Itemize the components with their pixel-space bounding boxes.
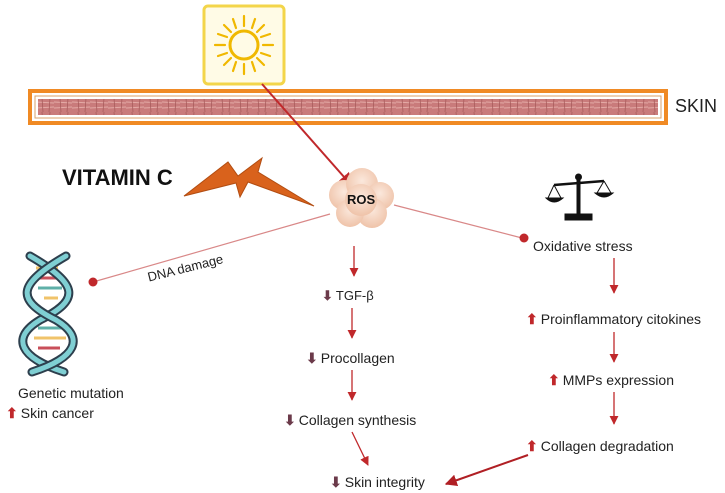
- decrease-arrow-icon: ⬇: [284, 412, 296, 428]
- oxidative-connector-dot: [519, 233, 529, 243]
- decrease-arrow-icon: ⬇: [306, 350, 318, 366]
- sun-icon: [202, 4, 286, 86]
- oxidative-stress-label: Oxidative stress: [533, 238, 633, 254]
- proinflammatory-text: Proinflammatory citokines: [540, 311, 702, 327]
- decrease-arrow-icon: ⬇: [330, 474, 342, 490]
- mmps-label: ⬆MMPs expression: [548, 372, 674, 388]
- collagen-synthesis-label: ⬇Collagen synthesis: [284, 412, 416, 428]
- skin-integrity-text: Skin integrity: [344, 474, 425, 490]
- ros-to-dna-line: [92, 213, 331, 283]
- increase-arrow-icon: ⬆: [526, 438, 538, 454]
- collagen-degradation-label: ⬆Collagen degradation: [526, 438, 674, 454]
- sun-to-ros-arrow: [261, 83, 353, 188]
- balance-scale-icon: [544, 173, 615, 221]
- tgf-text: TGF-β: [335, 288, 374, 303]
- degradation-to-integrity-arrow: [444, 454, 529, 487]
- collagen-synthesis-text: Collagen synthesis: [298, 412, 417, 428]
- collagen-degradation-text: Collagen degradation: [540, 438, 674, 454]
- proinflammatory-label: ⬆Proinflammatory citokines: [526, 311, 701, 327]
- genetic-mutation-label: Genetic mutation: [18, 385, 124, 401]
- skin-cancer-text: Skin cancer: [20, 405, 94, 421]
- increase-arrow-icon: ⬆: [6, 405, 18, 421]
- ros-to-oxidative-line: [393, 204, 523, 239]
- mmps-text: MMPs expression: [562, 372, 674, 388]
- procollagen-label: ⬇Procollagen: [306, 350, 395, 366]
- dna-connector-dot: [88, 277, 98, 287]
- decrease-arrow-icon: ⬇: [322, 288, 333, 303]
- ros-cloud-icon: [329, 168, 394, 228]
- procollagen-text: Procollagen: [320, 350, 395, 366]
- dna-helix-icon: [18, 251, 78, 377]
- ros-label: ROS: [347, 192, 376, 207]
- increase-arrow-icon: ⬆: [548, 372, 560, 388]
- vitamin-c-label: VITAMIN C: [62, 165, 173, 190]
- increase-arrow-icon: ⬆: [526, 311, 538, 327]
- skin-label: SKIN: [675, 96, 718, 116]
- skin-layer: [28, 89, 668, 125]
- middle-flow-arrows: [347, 246, 369, 466]
- tgf-label: ⬇TGF-β: [322, 288, 374, 304]
- skin-integrity-label: ⬇Skin integrity: [330, 474, 425, 490]
- skin-cancer-label: ⬆Skin cancer: [6, 405, 94, 421]
- lightning-bolt-icon: [183, 156, 315, 207]
